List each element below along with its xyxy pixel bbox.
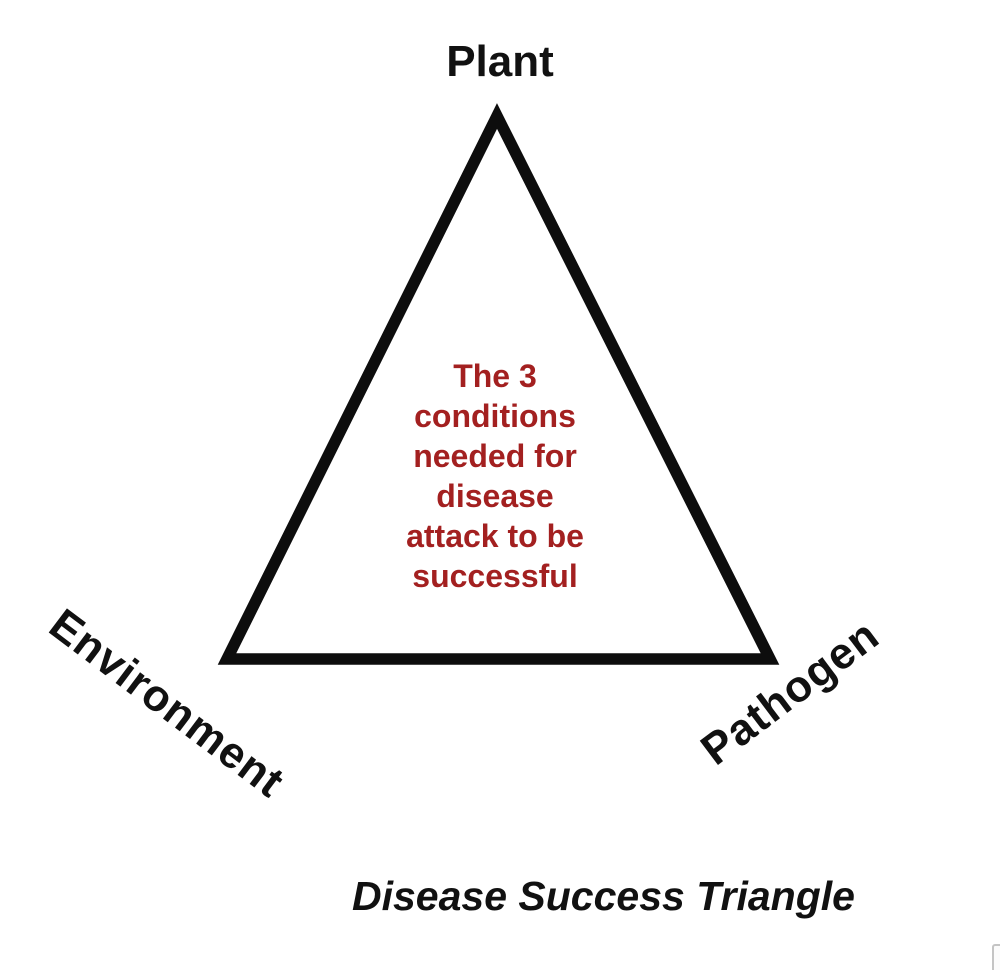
triangle-vertex-label-plant: Plant — [446, 37, 554, 86]
center-text-line: The 3 — [453, 358, 537, 394]
diagram-caption: Disease Success Triangle — [352, 873, 855, 919]
center-text-line: successful — [412, 558, 578, 594]
triangle-center-text: The 3 conditions needed for disease atta… — [0, 356, 990, 596]
center-text-line: needed for — [413, 438, 577, 474]
center-text-line: attack to be — [406, 518, 584, 554]
center-text-line: disease — [436, 478, 554, 514]
bottom-right-corner-artifact — [992, 944, 1000, 970]
center-text-line: conditions — [414, 398, 576, 434]
